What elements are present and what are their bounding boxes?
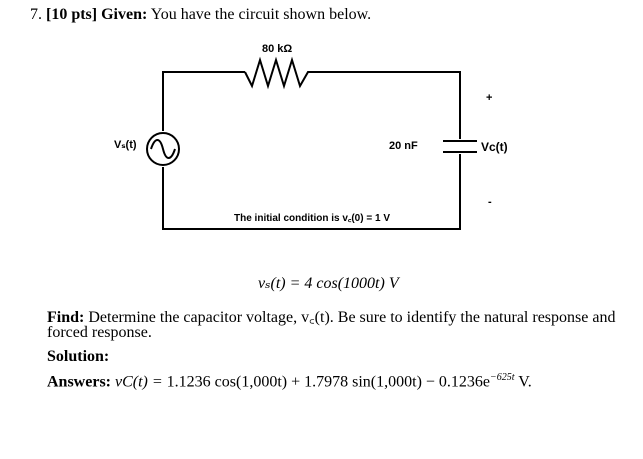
wire-top-left [162,71,245,131]
wire-top-right [318,71,461,139]
initial-condition: The initial condition is v꜀(0) = 1 V [234,213,390,224]
given-text: You have the circuit shown below. [150,6,372,23]
source-label: Vₛ(t) [114,139,137,151]
wire-bottom [162,154,461,230]
answers-lhs: vC(t) = [115,373,167,391]
find-text-2: forced response. [47,324,152,341]
answers-line: Answers: vC(t) = 1.1236 cos(1,000t) + 1.… [47,372,532,391]
problem-header: 7. [10 pts] Given: You have the circuit … [30,6,371,24]
find-text-1: Determine the capacitor voltage, v꜀(t). … [88,309,616,326]
capacitor-label: 20 nF [389,140,418,152]
answers-body: 1.1236 cos(1,000t) + 1.7978 sin(1,000t) … [166,373,491,391]
minus-sign: - [488,196,492,208]
answers-tail: V. [514,373,532,391]
resistor [244,56,318,90]
answers-exponent: −625t [490,372,515,383]
problem-number: 7. [30,6,42,23]
find-label: Find: [47,309,85,326]
answers-label: Answers: [47,373,111,391]
find-line-1: Find: Determine the capacitor voltage, v… [47,305,615,327]
problem-points: [10 pts] [46,6,98,23]
source-circle [146,132,180,166]
given-label: Given: [101,6,148,23]
solution-label: Solution: [47,348,110,365]
resistor-label: 80 kΩ [262,43,293,55]
sine-icon [150,139,176,159]
plus-sign: + [486,92,493,104]
vc-label: Vc(t) [481,140,508,154]
source-equation: vₛ(t) = 4 cos(1000t) V [258,275,399,292]
